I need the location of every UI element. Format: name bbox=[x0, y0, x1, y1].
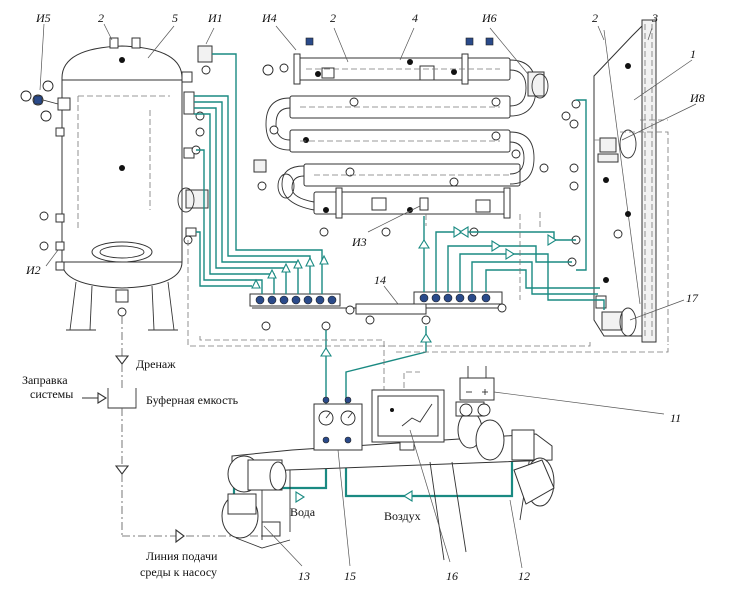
left-manifold-valves bbox=[255, 295, 337, 305]
label-2b: 2 bbox=[330, 11, 336, 25]
label-16: 16 bbox=[446, 569, 458, 583]
label-air: Воздух bbox=[384, 509, 421, 523]
label-3: 3 bbox=[651, 11, 658, 25]
collector-14 bbox=[249, 291, 507, 331]
heat-exchanger-4 bbox=[253, 37, 549, 237]
label-i6: И6 bbox=[481, 11, 497, 25]
label-i2: И2 bbox=[25, 263, 41, 277]
label-i3: И3 bbox=[351, 235, 367, 249]
label-15: 15 bbox=[344, 569, 356, 583]
leader-lines bbox=[39, 23, 697, 321]
label-i1: И1 bbox=[207, 11, 223, 25]
test-panel-1 bbox=[561, 19, 669, 344]
label-4: 4 bbox=[412, 11, 418, 25]
label-2c: 2 bbox=[592, 11, 598, 25]
label-12: 12 bbox=[518, 569, 530, 583]
control-lines bbox=[187, 212, 669, 394]
label-drain: Дренаж bbox=[136, 357, 176, 371]
label-supply-1: Линия подачи bbox=[146, 549, 218, 563]
label-i8: И8 bbox=[689, 91, 705, 105]
label-13: 13 bbox=[298, 569, 310, 583]
label-17: 17 bbox=[686, 291, 699, 305]
label-14: 14 bbox=[374, 273, 386, 287]
label-2a: 2 bbox=[98, 11, 104, 25]
label-buffer: Буферная емкость bbox=[146, 393, 239, 407]
label-11: 11 bbox=[670, 411, 681, 425]
label-water: Вода bbox=[290, 505, 316, 519]
label-supply-2: среды к насосу bbox=[140, 565, 217, 579]
right-manifold-valves bbox=[419, 293, 491, 303]
label-5: 5 bbox=[172, 11, 178, 25]
power-unit-11 bbox=[459, 366, 665, 415]
label-i5: И5 bbox=[35, 11, 51, 25]
label-fill-1: Заправка bbox=[22, 373, 68, 387]
test-stand bbox=[221, 389, 555, 569]
label-fill-2: системы bbox=[30, 387, 73, 401]
label-i4: И4 bbox=[261, 11, 277, 25]
label-1: 1 bbox=[690, 47, 696, 61]
labels: И5 2 5 И1 И4 2 4 И6 2 3 1 И8 И2 И3 14 17… bbox=[22, 11, 705, 583]
vessel-5 bbox=[20, 37, 213, 331]
